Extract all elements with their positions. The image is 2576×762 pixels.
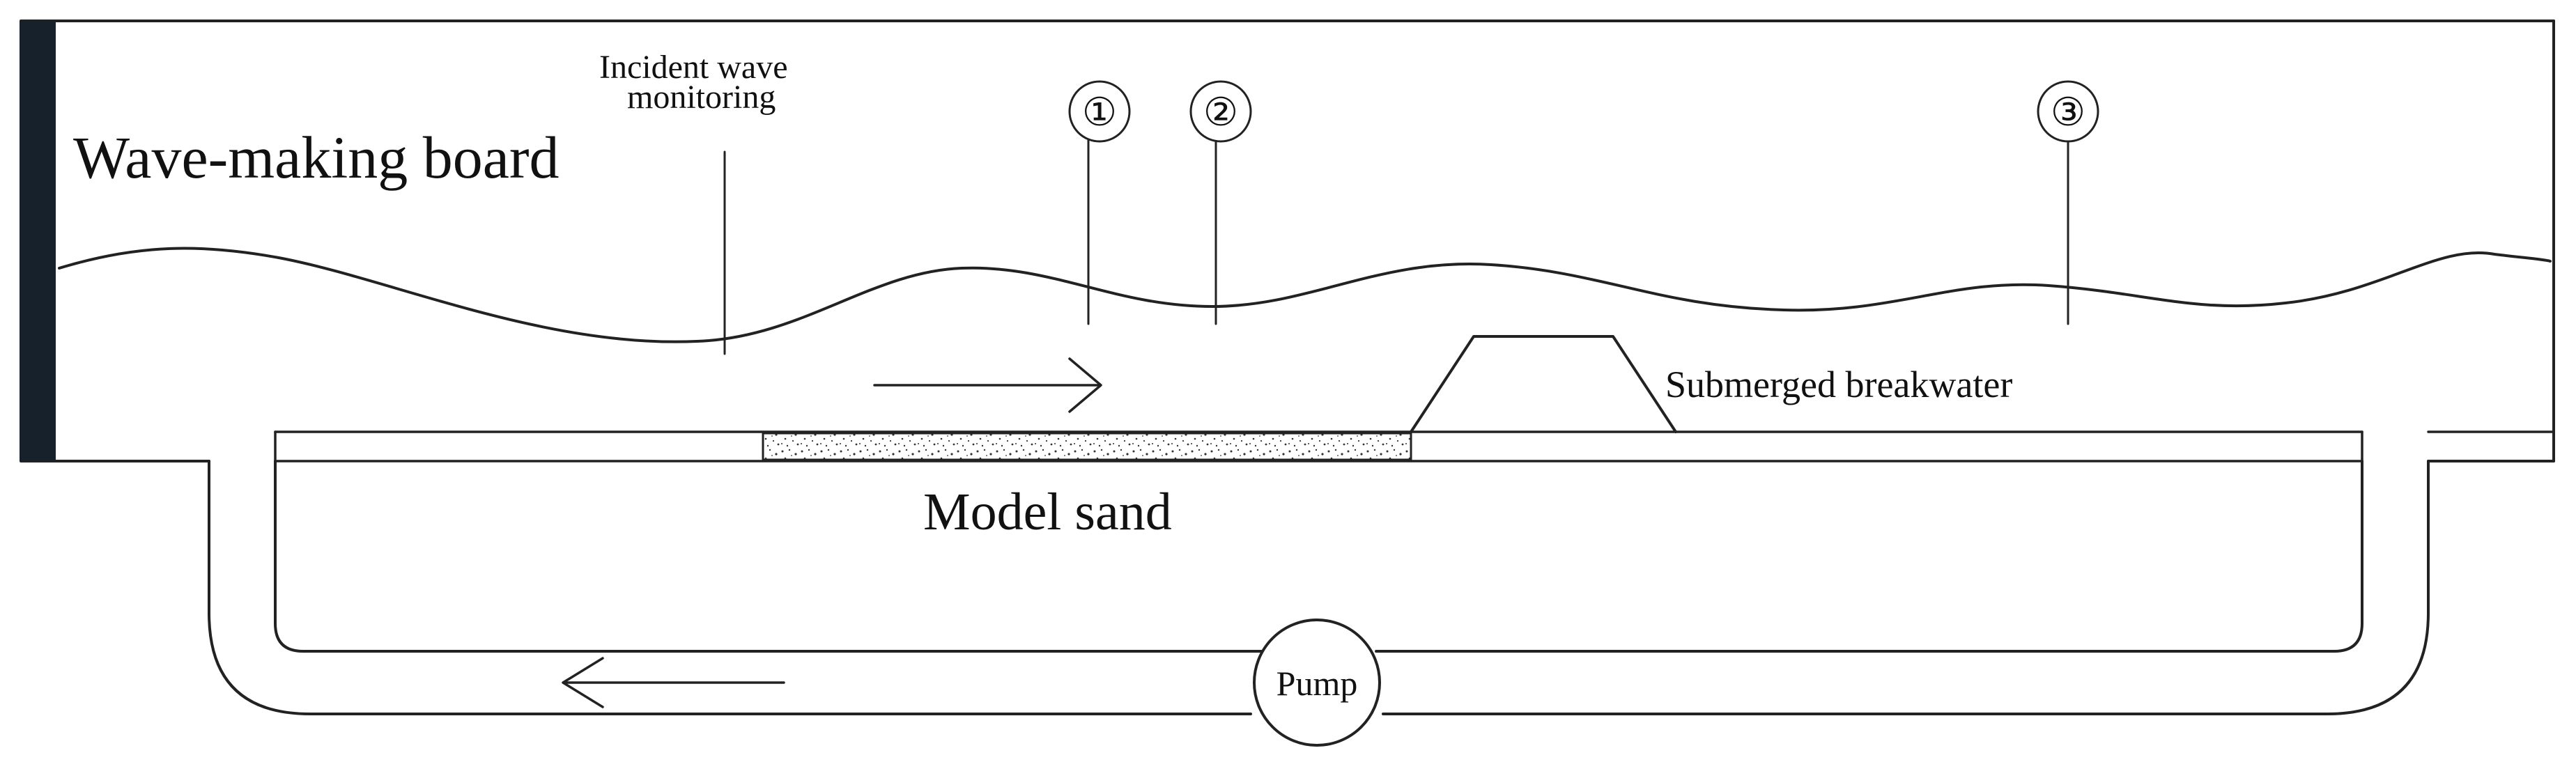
gauge-3-circle: [2037, 80, 2099, 143]
wave-making-board-label: Wave-making board: [73, 124, 560, 191]
submerged-breakwater-label: Submerged breakwater: [1665, 364, 2012, 405]
gauge-3-label: ③: [2051, 91, 2085, 134]
gauge-1-circle: [1068, 80, 1131, 143]
gauge-2-label: ②: [1203, 91, 1238, 134]
model-sand-label: Model sand: [923, 483, 1172, 541]
return-pipe-outer: [208, 460, 2430, 715]
return-flow-arrow: [562, 657, 785, 708]
forward-flow-arrow: [873, 357, 1102, 413]
incident-wave-label-line1: Incident wave: [599, 49, 788, 86]
water-surface: [58, 247, 2552, 343]
flume-tank: [20, 20, 2555, 462]
incident-wave-label-line2: monitoring: [627, 79, 776, 116]
gauge-2-circle: [1189, 80, 1252, 143]
wave-making-board: [20, 21, 56, 461]
sand-bed-channel: [274, 430, 2555, 462]
pump-circle: [1253, 619, 1381, 747]
gauge-1-label: ①: [1082, 91, 1117, 134]
pump-label: Pump: [1277, 664, 1358, 703]
return-pipe-inner: [274, 460, 2363, 653]
submerged-breakwater: [1410, 335, 1677, 433]
model-sand-bed: [762, 432, 1412, 461]
